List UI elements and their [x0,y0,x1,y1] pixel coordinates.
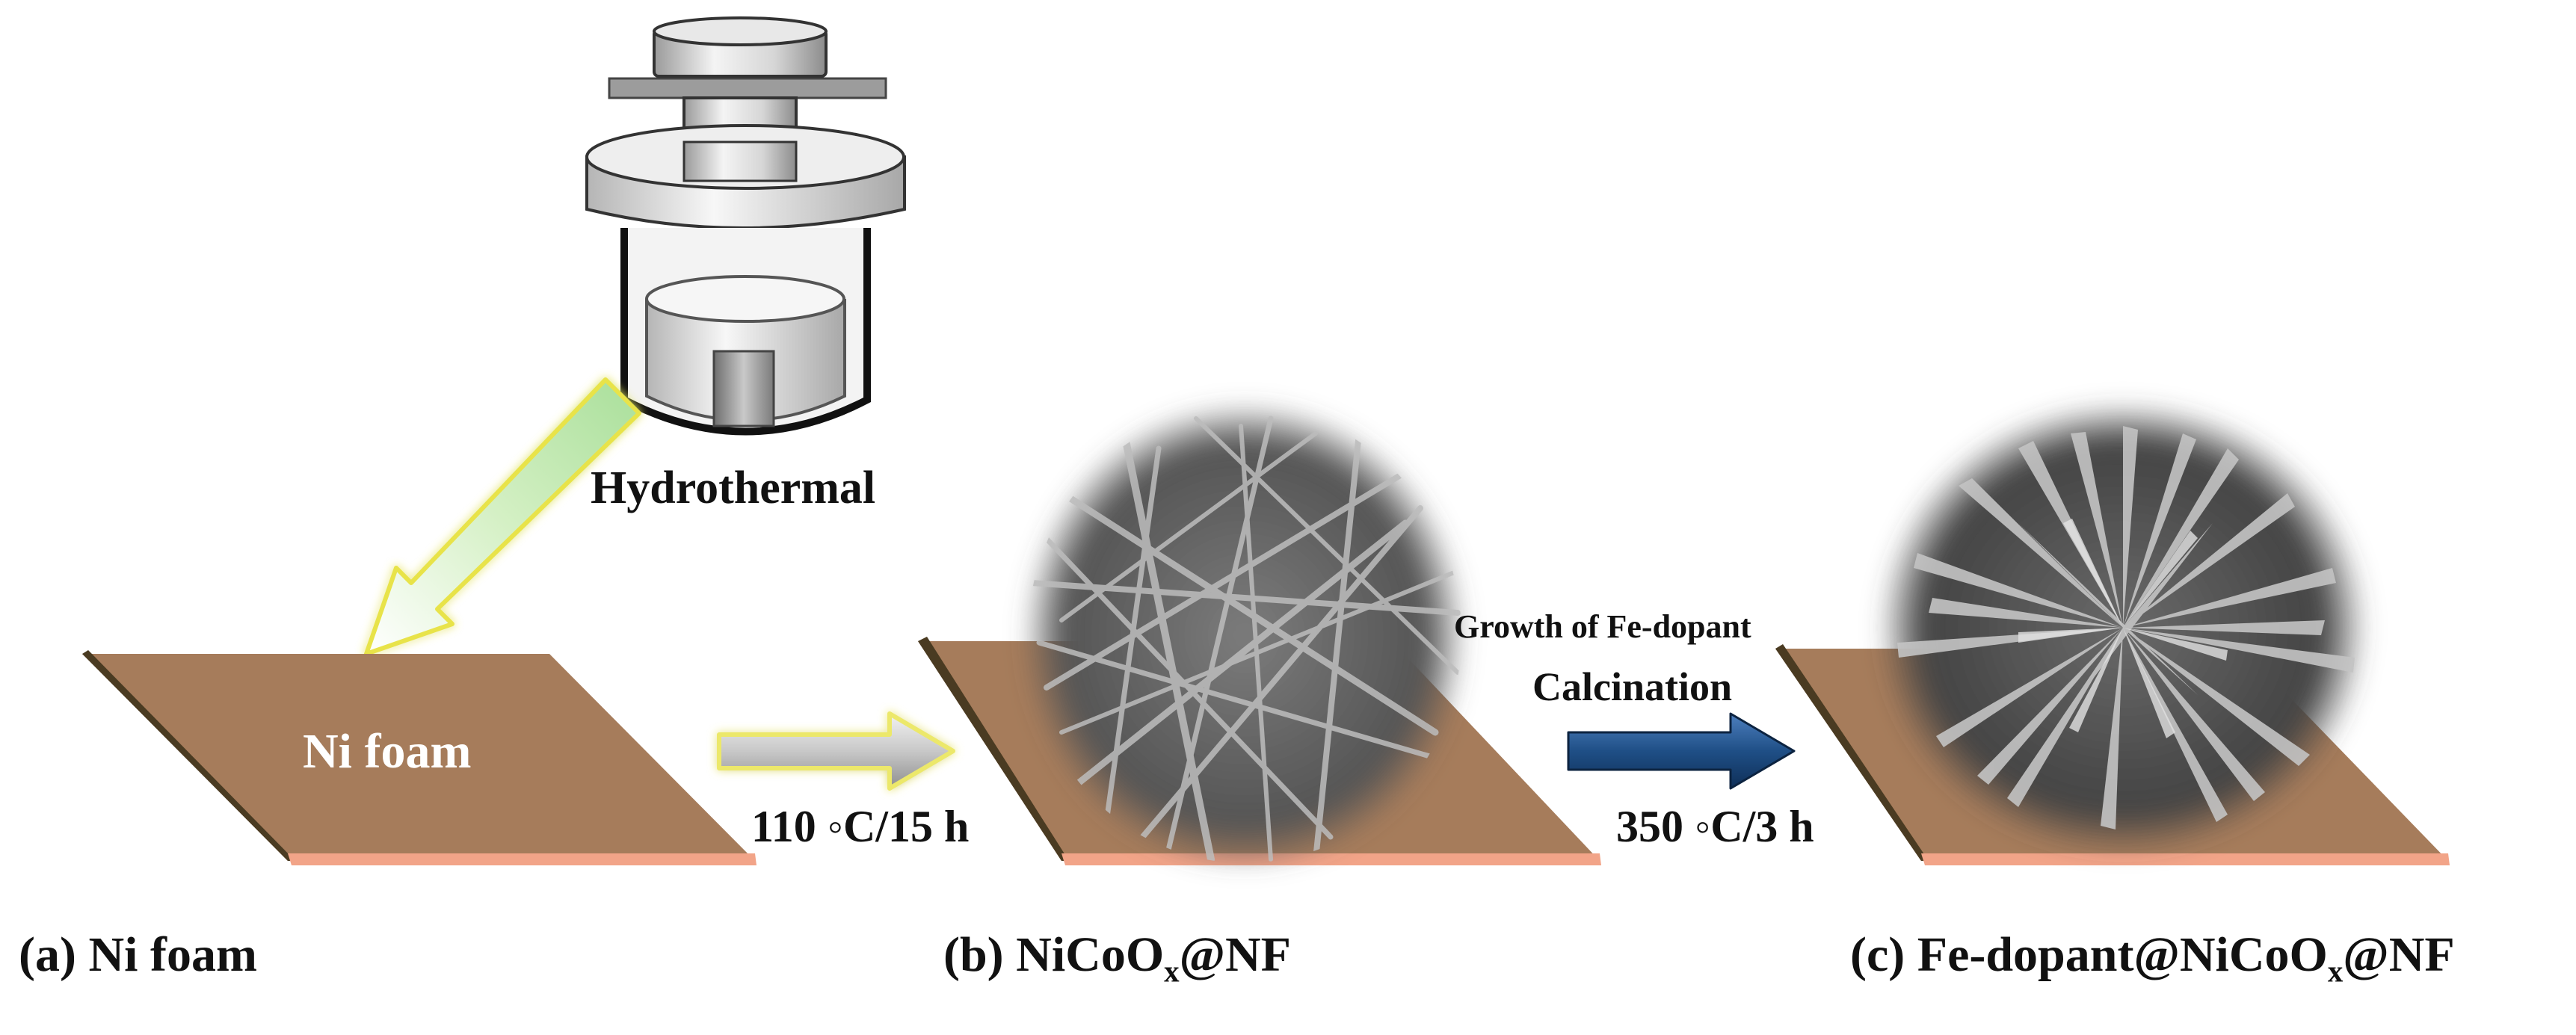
step2-process: Calcination [1532,664,1733,709]
panel-b-suffix: @NF [1179,927,1291,982]
hydrothermal-arrow [364,377,641,656]
panel-c-formula: Fe-dopant@NiCoO [1917,927,2328,982]
panel-c-caption: (c) Fe-dopant@NiCoOx@NF [1850,927,2455,989]
panel-b-subscript: x [1164,954,1180,989]
autoclave-icon [585,16,906,436]
step2-condition: 350 ◦C/3 h [1616,802,1814,851]
process-arrow-1 [717,711,955,791]
panel-c-name: Fe-dopant@NiCoOx@NF [1917,927,2455,988]
panel-a-name: Ni foam [88,927,257,982]
step1-condition: 110 ◦C/15 h [751,802,970,851]
panel-b-tag: (b) [943,927,1004,982]
process-arrow-2 [1567,712,1796,790]
hydrothermal-label: Hydrothermal [591,463,876,513]
ni-foam-plate [82,650,757,865]
ni-foam-plate-label: Ni foam [303,724,472,779]
panel-a-caption: (a) Ni foam [19,927,257,983]
panel-c-subscript: x [2327,954,2344,989]
panel-c-suffix: @NF [2343,927,2455,982]
panel-c-tag: (c) [1850,927,1905,982]
step2-title: Growth of Fe-dopant [1454,608,1751,645]
panel-a-tag: (a) [19,927,76,982]
fe-dopant-sem-image [1876,400,2370,856]
panel-b-caption: (b) NiCoOx@NF [943,927,1291,989]
panel-b-name: NiCoOx@NF [1016,927,1291,988]
nicoo-sem-image [1020,400,1469,871]
panel-b-formula: NiCoO [1016,927,1165,982]
